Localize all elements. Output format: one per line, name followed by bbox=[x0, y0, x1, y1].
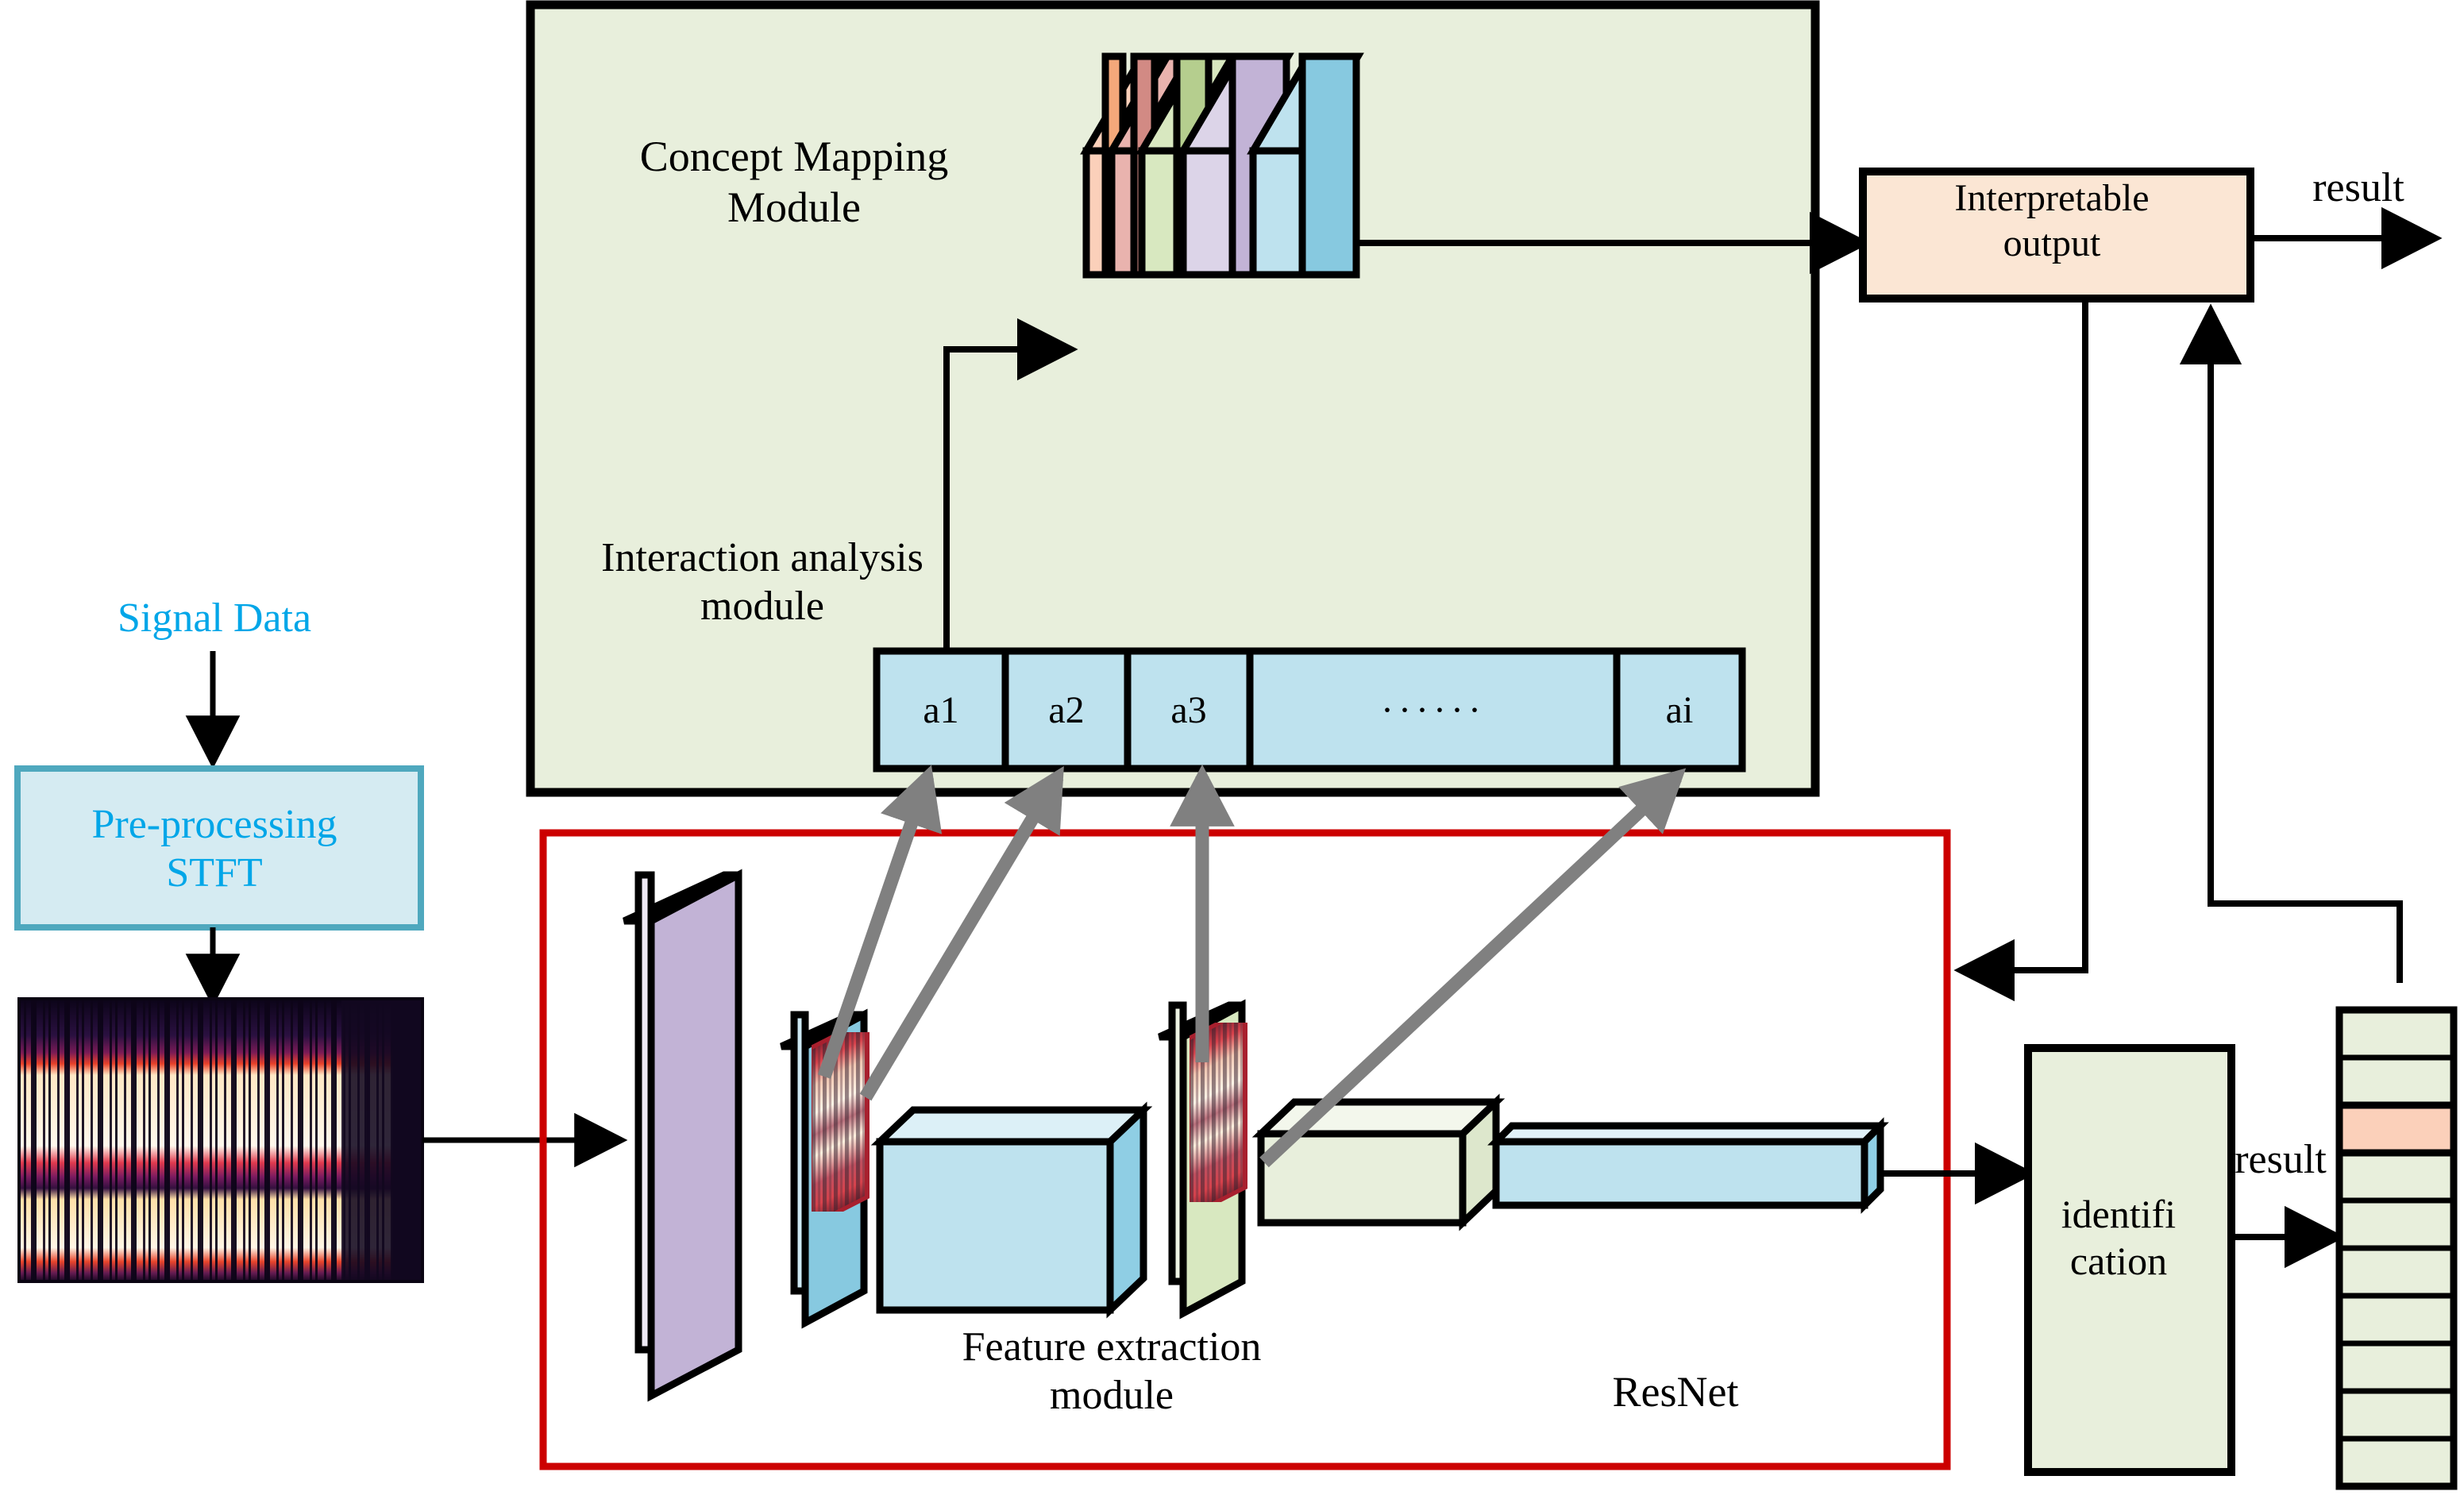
arrow-a1-to-concept-planes bbox=[943, 318, 1078, 651]
gray-arrow-to-a1 bbox=[817, 765, 943, 1079]
attention-cell-row bbox=[873, 647, 1746, 773]
concept-mapping-title-line1: Concept Mapping bbox=[639, 133, 949, 180]
interaction-analysis-line2: module bbox=[700, 584, 824, 630]
gray-arrow-to-a2 bbox=[859, 765, 1064, 1101]
identification-box bbox=[2024, 1044, 2235, 1476]
attention-cell-ai[interactable]: ai bbox=[1665, 688, 1694, 731]
attention-cell-a2[interactable]: a2 bbox=[1048, 688, 1085, 731]
feature-extraction-line2: module bbox=[1050, 1373, 1174, 1419]
interpretable-output-box bbox=[1859, 168, 2254, 302]
identification-line2: cation bbox=[2069, 1239, 2168, 1283]
feature-flatten-bar bbox=[1487, 1117, 1889, 1214]
result-label-bottom: result bbox=[2235, 1137, 2327, 1182]
attention-cell-a1[interactable]: a1 bbox=[923, 688, 959, 731]
interpretable-output-line2: output bbox=[2003, 222, 2101, 264]
concept-plane-5 bbox=[1247, 52, 1364, 279]
signal-data-label: Signal Data bbox=[117, 595, 312, 641]
resnet-panel bbox=[539, 829, 1951, 1470]
input-spectrogram bbox=[17, 997, 424, 1283]
preprocessing-label-line2: STFT bbox=[166, 850, 263, 896]
result-column[interactable] bbox=[2335, 1006, 2458, 1490]
feature-conv-block bbox=[870, 1101, 1153, 1319]
feature-input-slab bbox=[623, 869, 742, 1402]
gray-arrow-to-ai bbox=[1259, 768, 1687, 1168]
preprocessing-box bbox=[14, 765, 424, 931]
attention-cell-a3[interactable]: a3 bbox=[1170, 688, 1207, 731]
preprocessing-label-line1: Pre-processing bbox=[91, 802, 337, 847]
result-label-top: result bbox=[2312, 165, 2404, 210]
resnet-label: ResNet bbox=[1612, 1368, 1739, 1416]
arrow-interpretable-to-resnet bbox=[1953, 299, 2088, 1002]
concept-mapping-title-line2: Module bbox=[727, 183, 861, 231]
feature-pool-block bbox=[1251, 1093, 1506, 1231]
feature-extraction-line1: Feature extraction bbox=[962, 1324, 1262, 1370]
attention-cell-ellipsis: ······ bbox=[1381, 688, 1486, 731]
interaction-analysis-line1: Interaction analysis bbox=[601, 535, 924, 580]
interpretable-output-line1: Interpretable bbox=[1954, 177, 2150, 219]
arrow-result-column-to-interpretable bbox=[2179, 303, 2403, 983]
identification-line1: identifi bbox=[2061, 1192, 2177, 1236]
